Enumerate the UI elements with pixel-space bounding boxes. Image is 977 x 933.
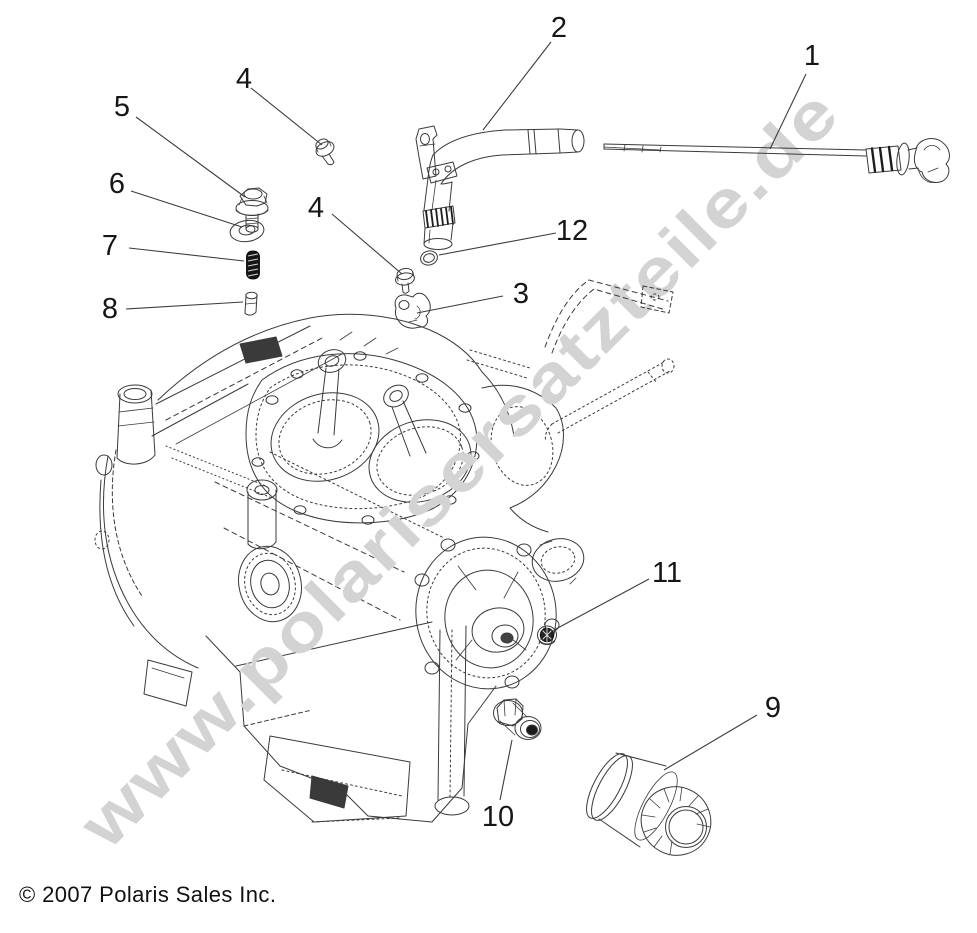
callout-label-4a-flange-screw: 4 bbox=[236, 63, 252, 95]
copyright-text: © 2007 Polaris Sales Inc. bbox=[19, 882, 277, 907]
leader-line-9 bbox=[663, 714, 758, 771]
leader-line-10 bbox=[499, 739, 513, 801]
part-10-fitting-drawing bbox=[493, 698, 542, 740]
callout-label-3-bracket: 3 bbox=[513, 278, 529, 310]
callout-label-11-plug: 11 bbox=[652, 557, 682, 589]
part-12-o-ring-drawing bbox=[420, 250, 438, 266]
part-4b-flange-screw-drawing bbox=[395, 267, 415, 294]
callout-label-8-pin: 8 bbox=[102, 293, 118, 325]
leader-line-11 bbox=[553, 578, 650, 631]
leader-line-4a bbox=[250, 87, 323, 146]
hidden-install-routes-drawing bbox=[544, 279, 675, 443]
leader-line-6 bbox=[130, 190, 243, 228]
leader-line-5 bbox=[135, 116, 246, 198]
callout-label-12-o-ring: 12 bbox=[556, 215, 588, 247]
leader-line-12 bbox=[438, 232, 557, 256]
callout-label-6-washer: 6 bbox=[109, 168, 125, 200]
callout-label-10-fitting: 10 bbox=[482, 801, 514, 833]
part-8-pin-drawing bbox=[244, 291, 258, 316]
callout-label-2-oil-fill-tube: 2 bbox=[551, 12, 567, 44]
leader-line-7 bbox=[128, 247, 245, 262]
watermark-text: www.polarisersatzteile.de bbox=[65, 74, 854, 863]
part-4a-flange-screw-drawing bbox=[315, 138, 335, 166]
leader-line-1 bbox=[769, 73, 807, 150]
part-6-washer-drawing bbox=[229, 219, 265, 243]
leader-line-2 bbox=[482, 41, 552, 131]
part-5-drain-plug-bolt-drawing bbox=[235, 187, 269, 233]
callout-label-4b-flange-screw: 4 bbox=[308, 192, 324, 224]
leader-line-4b bbox=[331, 213, 403, 275]
leader-line-3 bbox=[416, 295, 504, 314]
part-9-oil-filter-drawing bbox=[586, 752, 712, 856]
callout-label-9-oil-filter: 9 bbox=[765, 692, 781, 724]
part-3-bracket-drawing bbox=[394, 292, 431, 329]
leader-line-8 bbox=[125, 301, 244, 310]
callout-label-7-spring: 7 bbox=[102, 230, 118, 262]
callout-label-5-drain-plug-bolt: 5 bbox=[114, 91, 130, 123]
part-7-spring-drawing bbox=[246, 250, 260, 280]
callout-label-1-dipstick: 1 bbox=[804, 40, 820, 72]
part-2-oil-fill-tube-drawing bbox=[415, 125, 585, 250]
engine-crankcase-drawing bbox=[94, 313, 585, 823]
part-11-plug-drawing bbox=[537, 625, 557, 646]
part-1-dipstick-drawing bbox=[603, 138, 950, 183]
